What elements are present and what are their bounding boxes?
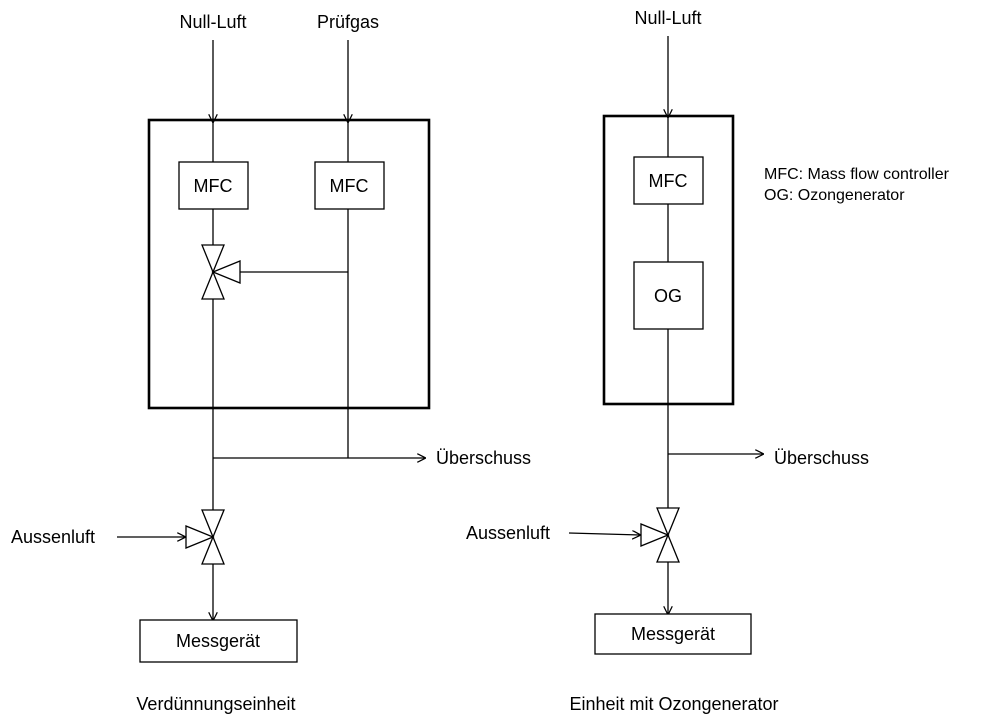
right-outside-air-line [568, 533, 640, 535]
right-og-label: OG [654, 286, 682, 306]
left-unit-enclosure [147, 118, 431, 410]
right-caption: Einheit mit Ozongenerator [569, 694, 778, 714]
right-mfc-label: MFC [649, 171, 688, 191]
right-device-label: Messgerät [631, 624, 715, 644]
left-device-box [139, 619, 298, 663]
right-outside-air-label: Aussenluft [466, 523, 550, 543]
legend-mfc: MFC: Mass flow controller [764, 166, 950, 183]
left-lower-valve-icon [185, 509, 225, 565]
left-input-null-luft-label: Null-Luft [179, 12, 246, 32]
left-excess-label: Überschuss [436, 448, 531, 468]
left-mfc-2-box [314, 161, 385, 210]
left-mfc-1-label: MFC [194, 176, 233, 196]
legend-og: OG: Ozongenerator [764, 187, 905, 204]
left-mfc-1-box [178, 161, 249, 210]
right-unit: Null-Luft MFC OG Überschuss Aussenluft M… [466, 8, 869, 714]
right-og-box [633, 261, 704, 330]
left-outside-air-label: Aussenluft [11, 527, 95, 547]
right-input-null-luft-label: Null-Luft [634, 8, 701, 28]
left-three-way-valve-icon [201, 244, 241, 300]
left-unit: Null-Luft Prüfgas MFC MFC Überschuss [11, 12, 531, 714]
right-lower-valve-icon [640, 507, 680, 563]
left-mfc-2-label: MFC [330, 176, 369, 196]
right-excess-label: Überschuss [774, 448, 869, 468]
right-mfc-box [633, 156, 704, 205]
left-input-pruefgas-label: Prüfgas [317, 12, 379, 32]
right-device-box [594, 613, 752, 655]
legend: MFC: Mass flow controller OG: Ozongenera… [764, 166, 950, 204]
left-caption: Verdünnungseinheit [136, 694, 295, 714]
left-device-label: Messgerät [176, 631, 260, 651]
